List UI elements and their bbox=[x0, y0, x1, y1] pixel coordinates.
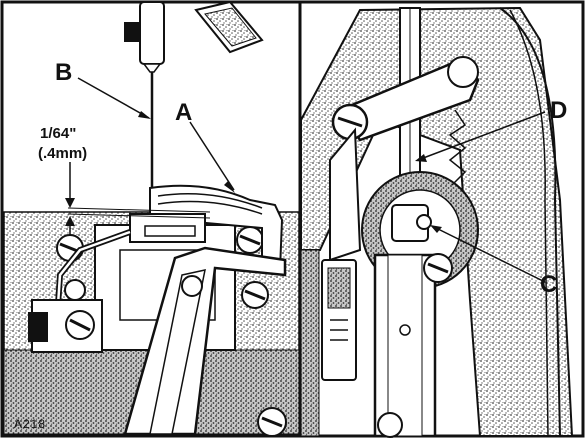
callout-c-leader bbox=[431, 225, 546, 283]
collar-set-screw bbox=[416, 214, 432, 230]
callout-b: B bbox=[55, 59, 72, 86]
callout-d: D bbox=[550, 97, 567, 124]
left-panel: 1/64" (.4mm) B A A218 bbox=[3, 0, 300, 437]
measurement-fraction: 1/64" bbox=[40, 125, 76, 142]
thread-guide bbox=[149, 184, 284, 274]
screw-right-lower bbox=[241, 281, 269, 309]
right-panel: D C bbox=[300, 6, 574, 438]
figure-code: A218 bbox=[14, 417, 46, 431]
callout-a-leader bbox=[189, 121, 235, 191]
callout-b-leader bbox=[77, 77, 150, 119]
measurement-metric: (.4mm) bbox=[38, 145, 87, 162]
gap-measurement bbox=[65, 162, 75, 236]
callout-d-leader bbox=[417, 111, 546, 161]
screw-right-upper bbox=[236, 226, 264, 254]
needle-clamp bbox=[139, 1, 165, 65]
callout-a: A bbox=[175, 99, 192, 126]
callout-c: C bbox=[540, 271, 557, 298]
